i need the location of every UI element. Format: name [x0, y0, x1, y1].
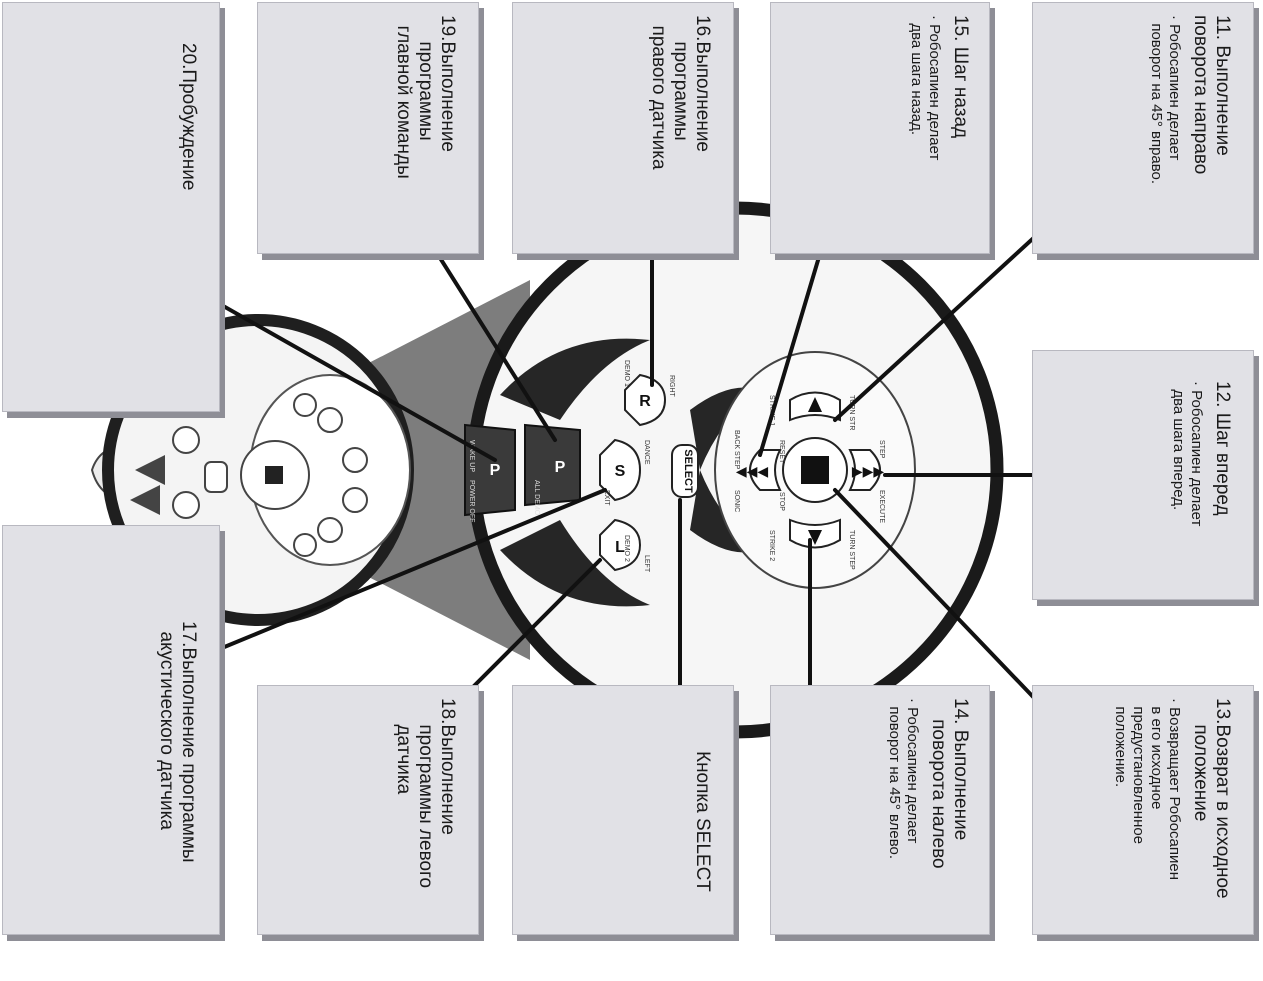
callout-15-title: 15. Шаг назад [949, 15, 971, 245]
small-label-sonic-pad: SONIC [733, 490, 740, 512]
small-label-right: RIGHT [668, 375, 675, 398]
small-label-demo2: DEMO 2 [623, 535, 630, 562]
small-label-demo1: DEMO 1 [623, 360, 630, 387]
callout-15: 15. Шаг назад · Робосапиен делает два ша… [770, 2, 990, 254]
callout-11-desc: · Робосапиен делает поворот на 45° вправ… [1147, 15, 1183, 245]
callout-18-title: 18.Выполнение программы левого датчика [392, 698, 458, 928]
main-program-label: P [555, 459, 566, 476]
forward-arrows-icon: ▶▶▶ [852, 463, 885, 479]
small-label-all-demo: ALL DEMO [533, 480, 540, 516]
callout-15-desc: · Робосапиен делает два шага назад. [907, 15, 943, 245]
callout-11: 11. Выполнение поворота направо · Робоса… [1032, 2, 1254, 254]
callout-16: 16.Выполнение программы правого датчика [512, 2, 734, 254]
small-label-dance: DANCE [643, 440, 650, 465]
callout-13: 13.Возврат в исходное положение · Возвра… [1032, 685, 1254, 935]
small-label-strike2: STRIKE 2 [768, 530, 775, 561]
callout-14-desc: · Робосапиен делает поворот на 45° влево… [885, 698, 921, 928]
callout-14: 14. Выполнение поворота налево · Робосап… [770, 685, 990, 935]
callout-13-title: 13.Возврат в исходное положение [1189, 698, 1233, 928]
callout-12-desc: · Робосапиен делает два шага вперед. [1169, 381, 1205, 611]
callout-11-title: 11. Выполнение поворота направо [1189, 15, 1233, 245]
small-label-left: LEFT [643, 555, 650, 573]
callout-select: Кнопка SELECT [512, 685, 734, 935]
stop-square-icon [801, 456, 829, 484]
select-button-label: SELECT [682, 449, 694, 493]
small-label-stop: STOP [778, 492, 785, 511]
small-label-reset: RESET [778, 440, 785, 464]
callout-18: 18.Выполнение программы левого датчика [257, 685, 479, 935]
right-sensor-label: R [639, 393, 651, 410]
callout-13-desc: · Возвращает Робосапиен в его исходное п… [1111, 698, 1183, 928]
callout-16-title: 16.Выполнение программы правого датчика [647, 15, 713, 245]
small-label-step: STEP [878, 440, 885, 459]
remote-zoom: ▶▶▶ ◀◀◀ SELECT R S L P P TURN STR STRIKE… [465, 208, 997, 732]
small-label-power-off: POWER OFF [468, 480, 475, 522]
wake-up-label: P [490, 462, 501, 479]
small-label-execute: EXECUTE [878, 490, 885, 523]
callout-12: 12. Шаг вперед · Робосапиен делает два ш… [1032, 350, 1254, 600]
callout-17: 17.Выполнение программы акустического да… [2, 525, 220, 935]
callout-19: 19.Выполнение программы главной команды [257, 2, 479, 254]
callout-20: 20.Пробуждение [2, 2, 220, 412]
callout-select-title: Кнопка SELECT [691, 751, 713, 981]
robosapien-remote-diagram: ▶▶▶ ◀◀◀ SELECT R S L P P TURN STR STRIKE… [0, 0, 1263, 944]
sonic-sensor-label: S [615, 463, 626, 480]
callout-19-title: 19.Выполнение программы главной команды [392, 15, 458, 245]
small-label-back-step: BACK STEP [733, 430, 740, 470]
callout-17-title: 17.Выполнение программы акустического да… [155, 621, 199, 951]
callout-12-title: 12. Шаг вперед [1211, 381, 1233, 611]
small-label-turn-l: TURN STEP [848, 530, 855, 570]
callout-20-title: 20.Пробуждение [177, 43, 199, 273]
callout-14-title: 14. Выполнение поворота налево [927, 698, 971, 928]
